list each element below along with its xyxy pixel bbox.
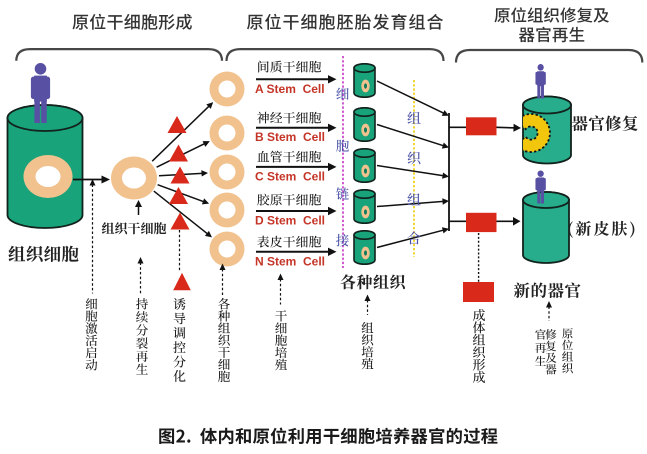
svg-text:N Stem Cell: N Stem Cell xyxy=(255,255,325,269)
svg-text:D Stem Cell: D Stem Cell xyxy=(255,214,325,228)
svg-text:A Stem Cell: A Stem Cell xyxy=(255,82,325,96)
svg-text:B Stem Cell: B Stem Cell xyxy=(255,130,325,144)
svg-text:C Stem Cell: C Stem Cell xyxy=(255,170,325,184)
